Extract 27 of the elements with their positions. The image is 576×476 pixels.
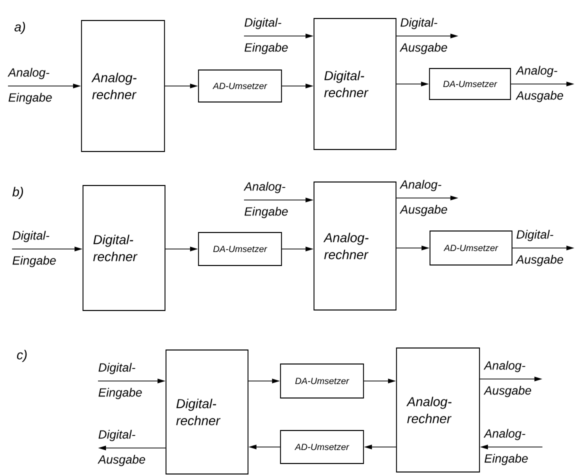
signal-label: Digital- Eingabe [244, 18, 288, 54]
computer-box: Analog- rechner [314, 182, 396, 310]
converter-box: DA-Umsetzer [198, 232, 282, 266]
signal-label: Analog- Ausgabe [516, 66, 564, 102]
signal-label: Digital- Ausgabe [516, 230, 564, 266]
computer-box: Analog- rechner [81, 20, 165, 152]
computer-box: Analog- rechner [396, 348, 480, 472]
signal-label: Analog- Ausgabe [484, 360, 532, 398]
signal-label: Analog- Eingabe [244, 182, 288, 218]
converter-box: DA-Umsetzer [280, 364, 364, 398]
computer-box: Digital- rechner [314, 18, 396, 150]
panel-label: a) [14, 22, 26, 34]
signal-label: Analog- Eingabe [484, 428, 528, 466]
computer-box: Digital- rechner [166, 350, 248, 474]
converter-box: AD-Umsetzer [198, 70, 282, 102]
signal-label: Digital- Ausgabe [98, 430, 146, 466]
panel-label: b) [12, 186, 24, 200]
computer-box: Digital- rechner [82, 185, 166, 311]
panel-label: c) [17, 350, 27, 362]
converter-box: AD-Umsetzer [280, 430, 364, 464]
converter-box: DA-Umsetzer [429, 68, 511, 100]
signal-label: Digital- Ausgabe [400, 18, 448, 54]
signal-label: Analog- Eingabe [8, 68, 52, 104]
signal-label: Analog- Ausgabe [400, 180, 448, 216]
signal-label: Digital- Eingabe [98, 362, 142, 400]
converter-box: AD-Umsetzer [430, 230, 512, 266]
signal-label: Digital- Eingabe [12, 230, 56, 268]
